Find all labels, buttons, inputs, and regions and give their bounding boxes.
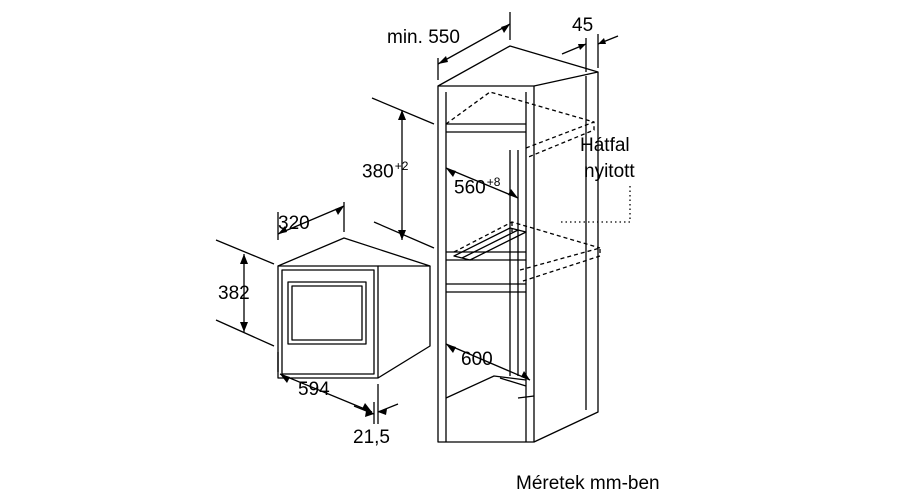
- cabinet-depth-value: 550: [428, 27, 460, 48]
- panel-thickness-label: 45: [572, 15, 594, 36]
- appliance-depth-label: 320: [278, 213, 310, 234]
- cabinet-front: [437, 85, 535, 443]
- appliance-width-label: 594: [298, 379, 330, 400]
- arrowheads: [240, 24, 606, 417]
- appliance-front: [277, 265, 379, 379]
- inner-shelf: [453, 227, 527, 261]
- cabinet-depth-prefix: min.: [387, 27, 423, 48]
- niche-width-value: 560: [454, 177, 486, 199]
- units-caption: Méretek mm-ben: [516, 473, 660, 494]
- back-wall-label-line2: nyitott: [584, 161, 635, 182]
- tall-cabinet: [437, 45, 599, 443]
- niche-height-tolerance: +2: [394, 159, 409, 173]
- niche-height-value: 380: [362, 161, 394, 183]
- appliance-window: [287, 281, 367, 345]
- appliance-height-label: 382: [218, 283, 250, 304]
- niche-width-label: 560+8: [454, 176, 500, 197]
- niche-height-label: 380+2: [362, 160, 408, 181]
- back-wall-leader: [560, 186, 631, 223]
- front-panel-label: 21,5: [353, 427, 390, 448]
- niche-width-tolerance: +8: [486, 175, 501, 189]
- microwave: [277, 237, 431, 379]
- dimension-lines: [215, 12, 619, 424]
- back-wall-label-line1: Hátfal: [580, 135, 630, 156]
- cabinet-depth-label: min. 550: [387, 28, 460, 47]
- hidden-lines: [445, 91, 601, 283]
- cabinet-width-label: 600: [461, 349, 493, 370]
